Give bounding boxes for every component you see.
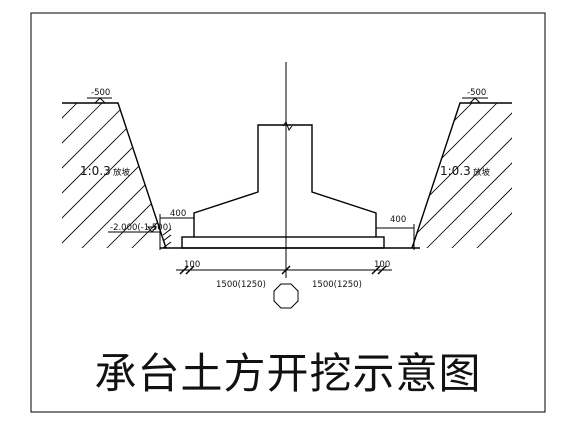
left-slope-suffix: 放坡 xyxy=(113,167,131,178)
right-slope-line xyxy=(411,102,512,249)
right-work-space: 400 xyxy=(390,215,406,225)
cushion-layer xyxy=(181,236,385,249)
diagram-title: 承台土方开挖示意图 xyxy=(94,349,481,398)
left-level-ticks xyxy=(162,228,172,249)
right-slope-suffix: 放坡 xyxy=(473,167,491,178)
right-soil-hatch xyxy=(412,103,512,248)
right-level-marker xyxy=(462,97,488,104)
left-cushion-width: 100 xyxy=(184,260,200,270)
right-ground-level: -500 xyxy=(467,88,486,98)
dim-ticks xyxy=(179,265,387,275)
left-ground-level: -500 xyxy=(91,88,110,98)
bottom-level: -2.000(-1.500) xyxy=(110,223,171,233)
right-cushion-width: 100 xyxy=(374,260,390,270)
axis-bubble xyxy=(273,283,299,309)
drawing-frame xyxy=(30,12,546,413)
left-level-marker xyxy=(87,97,112,104)
left-half-width: 1500(1250) xyxy=(216,280,266,290)
left-slope-line xyxy=(62,102,167,249)
left-work-space: 400 xyxy=(170,209,186,219)
break-mark xyxy=(282,120,293,132)
left-slope-ratio: 1:0.3 xyxy=(80,164,111,178)
pile-cap xyxy=(193,124,377,237)
right-slope-ratio: 1:0.3 xyxy=(440,164,471,178)
right-half-width: 1500(1250) xyxy=(312,280,362,290)
